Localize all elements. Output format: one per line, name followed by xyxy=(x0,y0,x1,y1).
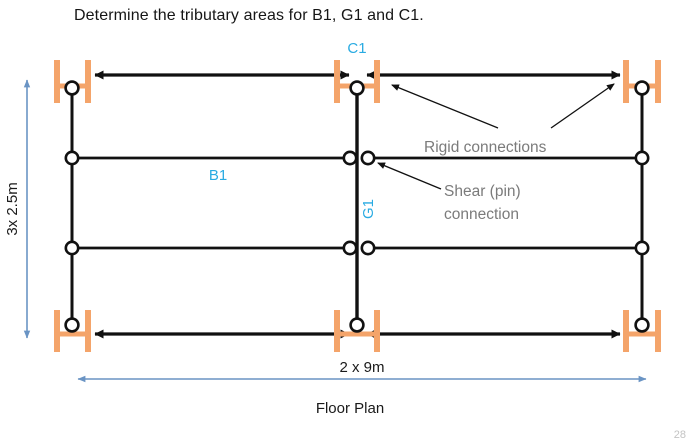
label-c1: C1 xyxy=(347,40,366,57)
pin-nodes xyxy=(64,80,650,333)
pin-node-lower-center-east xyxy=(360,240,376,256)
pin-node-top-center xyxy=(349,80,365,96)
leader-shear xyxy=(377,162,442,190)
dimension-vertical-label: 3x 2.5m xyxy=(4,182,21,235)
figure-caption: Floor Plan xyxy=(315,400,385,417)
leader-rigid-left xyxy=(391,84,499,129)
pin-node-top-right xyxy=(634,80,650,96)
pin-node-b1-center-west xyxy=(342,150,358,166)
pin-node-lower-left xyxy=(64,240,80,256)
pin-node-lower-right xyxy=(634,240,650,256)
rigid-connection-bottom-left xyxy=(54,310,91,352)
leader-rigid-right xyxy=(550,83,615,129)
pin-node-b1-left xyxy=(64,150,80,166)
rigid-connection-symbols xyxy=(54,60,661,352)
page-title: Determine the tributary areas for B1, G1… xyxy=(74,7,424,24)
pin-node-lower-center-west xyxy=(342,240,358,256)
interior-beams xyxy=(72,156,642,250)
annotation-shear-connection-line1: Shear (pin) xyxy=(444,183,521,200)
pin-node-top-left xyxy=(64,80,80,96)
dimension-vertical: 3x 2.5m xyxy=(4,79,31,339)
rigid-connection-bottom-center xyxy=(334,310,380,352)
annotation-leaders xyxy=(377,83,615,190)
pin-node-b1-center-east xyxy=(360,150,376,166)
pin-node-bottom-left xyxy=(64,317,80,333)
column-members xyxy=(70,85,644,325)
page-number: 28 xyxy=(673,429,686,441)
annotation-shear-connection-line2: connection xyxy=(444,206,519,223)
dimension-horizontal-label: 2 x 9m xyxy=(339,359,384,376)
pin-node-bottom-right xyxy=(634,317,650,333)
label-b1: B1 xyxy=(209,167,227,184)
annotation-rigid-connections: Rigid connections xyxy=(424,139,547,156)
pin-node-b1-right xyxy=(634,150,650,166)
rigid-connection-bottom-right xyxy=(623,310,661,352)
pin-node-bottom-center xyxy=(349,317,365,333)
dimension-horizontal: 2 x 9m xyxy=(77,359,647,383)
label-g1: G1 xyxy=(360,199,377,219)
